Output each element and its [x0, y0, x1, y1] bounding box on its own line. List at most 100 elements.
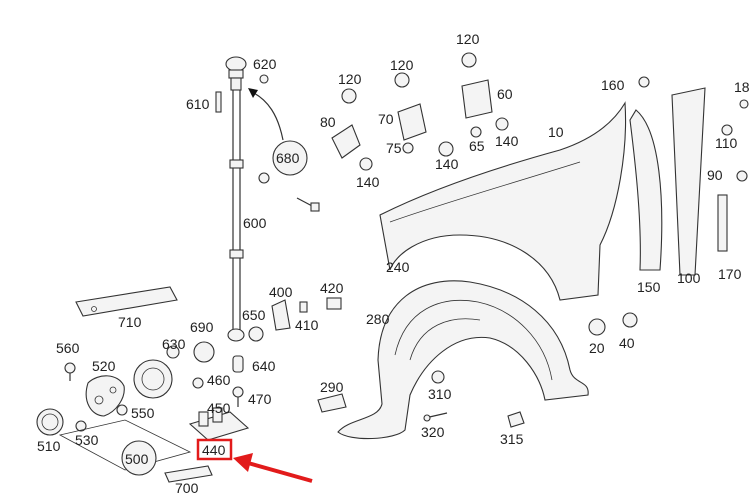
bolt-470	[232, 386, 244, 398]
bracket-80	[331, 124, 361, 159]
label-120c: 120	[456, 31, 480, 47]
plate-500	[58, 419, 192, 471]
clip-18	[739, 99, 749, 109]
nut-650	[248, 326, 264, 342]
label-530: 530	[75, 432, 99, 448]
label-315: 315	[500, 431, 524, 447]
label-600: 600	[243, 215, 267, 231]
highlight-arrow-shaft	[247, 461, 313, 483]
label-310: 310	[428, 386, 452, 402]
label-20: 20	[589, 340, 605, 356]
callout-500	[121, 440, 157, 476]
label-400: 400	[269, 284, 293, 300]
strap-710	[75, 286, 178, 317]
highlight-box-440	[196, 438, 233, 461]
clip-90	[736, 170, 748, 182]
bracket-70	[397, 103, 427, 141]
label-700: 700	[175, 480, 199, 496]
grommet-690	[193, 341, 215, 363]
plug-640	[232, 355, 244, 373]
clip-160	[638, 76, 650, 88]
clip-410	[299, 301, 308, 313]
label-10: 10	[548, 124, 564, 140]
bracket-440	[188, 407, 250, 441]
label-690: 690	[190, 319, 214, 335]
pad-700	[164, 465, 213, 483]
label-510: 510	[37, 438, 61, 454]
clip-310	[431, 370, 445, 384]
nut-315	[507, 411, 525, 428]
rivet-320	[423, 414, 431, 422]
label-680: 680	[276, 150, 300, 166]
nut-140b	[438, 141, 454, 157]
label-290: 290	[320, 379, 344, 395]
label-320: 320	[421, 424, 445, 440]
label-40: 40	[619, 335, 635, 351]
label-110: 110	[715, 135, 738, 151]
nut-550	[116, 404, 128, 416]
clip-65	[470, 126, 482, 138]
label-120a: 120	[338, 71, 362, 87]
label-620: 620	[253, 56, 277, 72]
label-420: 420	[320, 280, 344, 296]
label-70: 70	[378, 111, 394, 127]
label-410: 410	[295, 317, 319, 333]
clip-290	[317, 393, 347, 413]
cap-630-disc	[133, 359, 173, 399]
nut-20	[588, 318, 606, 336]
bracket-60	[461, 79, 493, 119]
nut-140c	[495, 117, 509, 131]
bracket-400	[271, 299, 291, 331]
label-560: 560	[56, 340, 80, 356]
cover-510	[36, 408, 64, 436]
clip-120b	[394, 72, 410, 88]
label-640: 640	[252, 358, 276, 374]
arrow-to-680	[251, 91, 284, 141]
strip-170	[717, 194, 728, 252]
label-170: 170	[718, 266, 742, 282]
label-140b: 140	[435, 156, 459, 172]
callout-680	[272, 140, 308, 176]
label-240: 240	[386, 259, 410, 275]
screw-460	[192, 377, 204, 389]
label-520: 520	[92, 358, 116, 374]
label-450: 450	[207, 400, 231, 416]
label-550: 550	[131, 405, 155, 421]
label-440: 440	[202, 442, 226, 458]
fender-10	[379, 101, 627, 301]
label-710: 710	[118, 314, 142, 330]
label-500: 500	[125, 451, 149, 467]
label-140a: 140	[356, 174, 380, 190]
label-630: 630	[162, 336, 186, 352]
rail-100	[671, 87, 706, 276]
label-460: 460	[207, 372, 231, 388]
bracket-520	[85, 375, 125, 417]
label-18: 18	[734, 79, 750, 95]
label-140c: 140	[495, 133, 519, 149]
label-650: 650	[242, 307, 266, 323]
clip-120c	[461, 52, 477, 68]
label-90: 90	[707, 167, 723, 183]
label-150: 150	[637, 279, 661, 295]
label-100: 100	[677, 270, 701, 286]
clip-530	[75, 420, 87, 432]
clip-75	[402, 142, 414, 154]
arrowhead-680	[248, 88, 258, 98]
support-rod-600	[215, 56, 269, 342]
label-60: 60	[497, 86, 513, 102]
clip-630	[166, 345, 180, 359]
nut-140a	[359, 157, 373, 171]
bolt-40	[622, 312, 638, 328]
label-470: 470	[248, 391, 272, 407]
wheel-liner-280	[337, 280, 589, 440]
label-160: 160	[601, 77, 625, 93]
panel-150	[629, 109, 663, 271]
label-610: 610	[186, 96, 210, 112]
clip-120a	[341, 88, 357, 104]
clip-560	[64, 362, 76, 374]
label-120b: 120	[390, 57, 414, 73]
label-75: 75	[386, 140, 402, 156]
label-80: 80	[320, 114, 336, 130]
screw-110	[721, 124, 733, 136]
